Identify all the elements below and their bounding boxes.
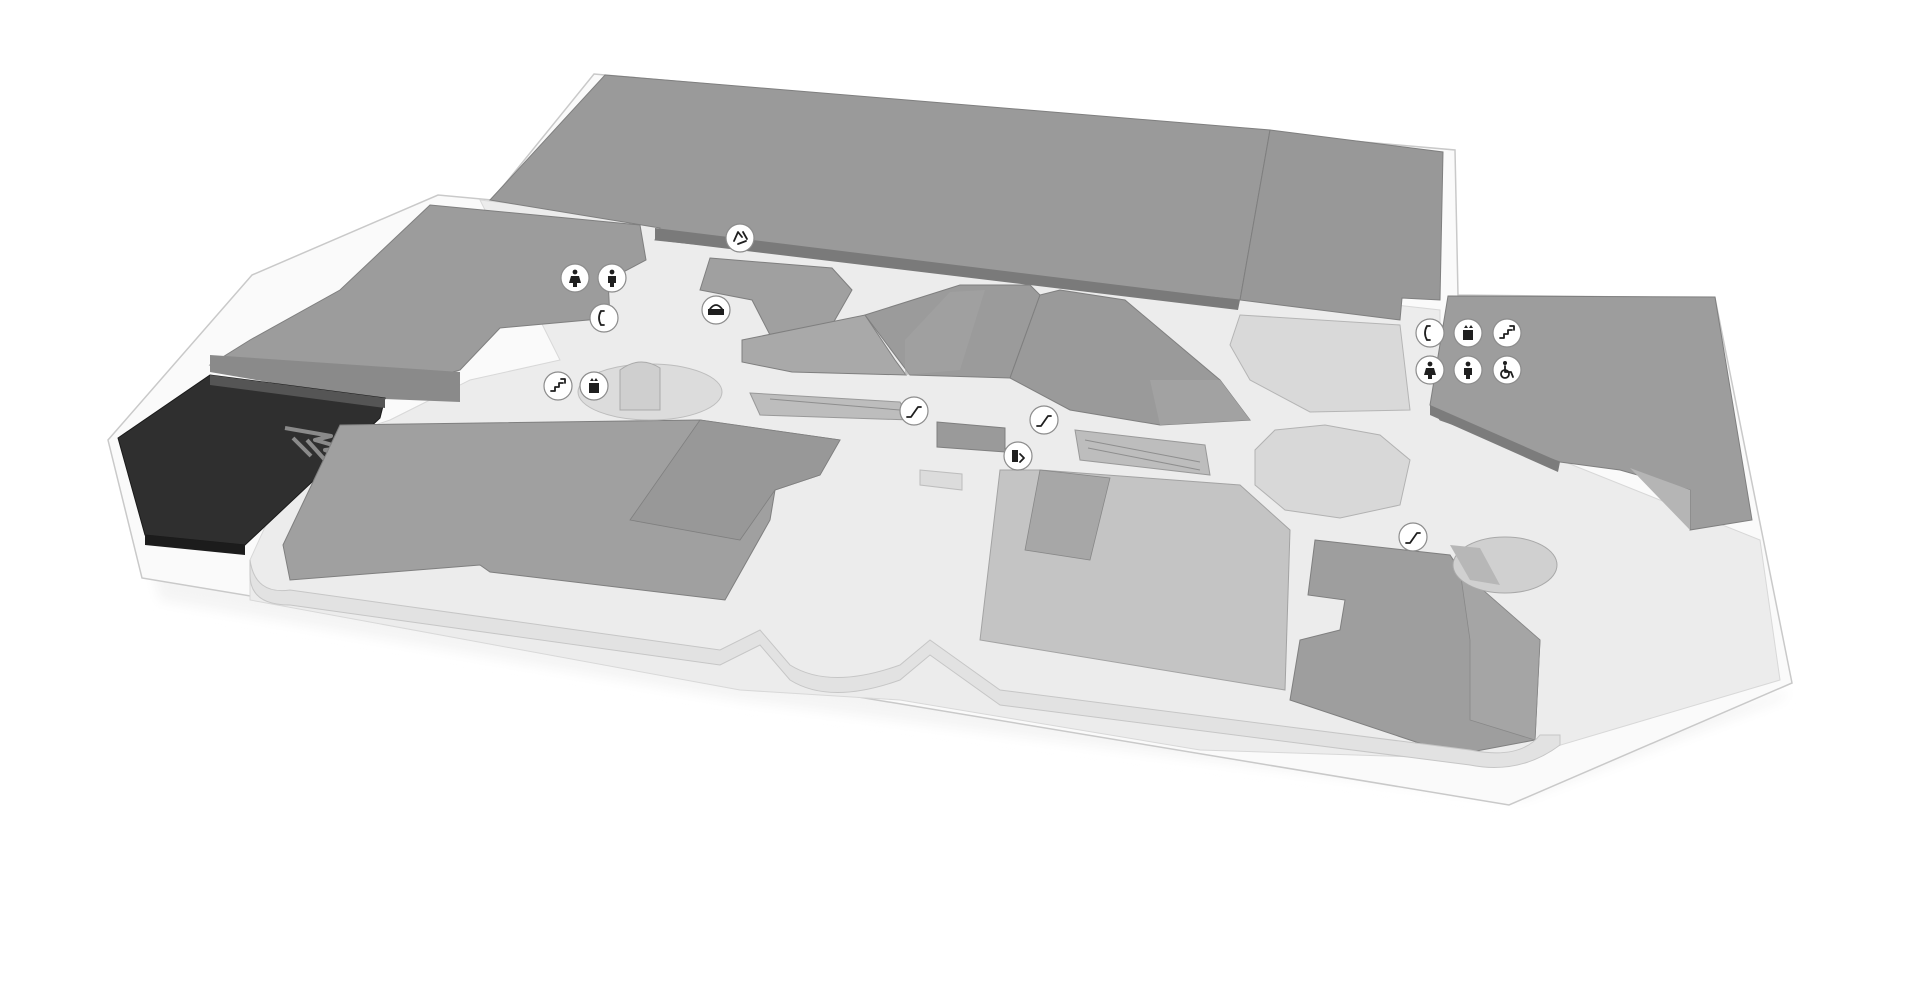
store-top-large[interactable] xyxy=(489,74,1271,310)
store-northwest[interactable] xyxy=(208,204,647,402)
toilet-men-icon[interactable] xyxy=(1453,355,1483,385)
toilet-women-icon[interactable] xyxy=(560,263,590,293)
elevator-icon[interactable] xyxy=(1453,318,1483,348)
escalator-void-right xyxy=(1074,429,1211,476)
atrium-east-octagon xyxy=(1254,424,1411,519)
escalator-icon[interactable] xyxy=(899,396,929,426)
exit-icon[interactable] xyxy=(1003,441,1033,471)
store-south-central[interactable] xyxy=(979,469,1291,691)
store-east-large[interactable] xyxy=(1429,295,1753,531)
escalator-icon[interactable] xyxy=(1029,405,1059,435)
recycling-icon[interactable] xyxy=(725,223,755,253)
stairs-icon[interactable] xyxy=(543,371,573,401)
phone-icon[interactable] xyxy=(589,303,619,333)
store-southeast[interactable] xyxy=(1289,539,1541,756)
accessible-icon[interactable] xyxy=(1492,355,1522,385)
store-central-upper-mid[interactable] xyxy=(864,284,1041,379)
elevator-icon[interactable] xyxy=(579,371,609,401)
phone-icon[interactable] xyxy=(1415,318,1445,348)
lounge-icon[interactable] xyxy=(701,295,731,325)
toilet-men-icon[interactable] xyxy=(597,263,627,293)
stairs-icon[interactable] xyxy=(1492,318,1522,348)
store-top-right[interactable] xyxy=(1239,129,1444,321)
store-highlighted[interactable] xyxy=(117,374,386,555)
escalator-icon[interactable] xyxy=(1398,522,1428,552)
store-center-kiosk[interactable] xyxy=(919,469,963,491)
store-west-large[interactable] xyxy=(282,419,841,601)
toilet-women-icon[interactable] xyxy=(1415,355,1445,385)
store-northeast-light[interactable] xyxy=(1229,314,1411,413)
atrium-southeast-round xyxy=(1450,536,1558,594)
store-central-upper-right[interactable] xyxy=(1009,289,1251,426)
atrium-west xyxy=(577,361,723,421)
walkway-front-edge xyxy=(249,559,1561,768)
